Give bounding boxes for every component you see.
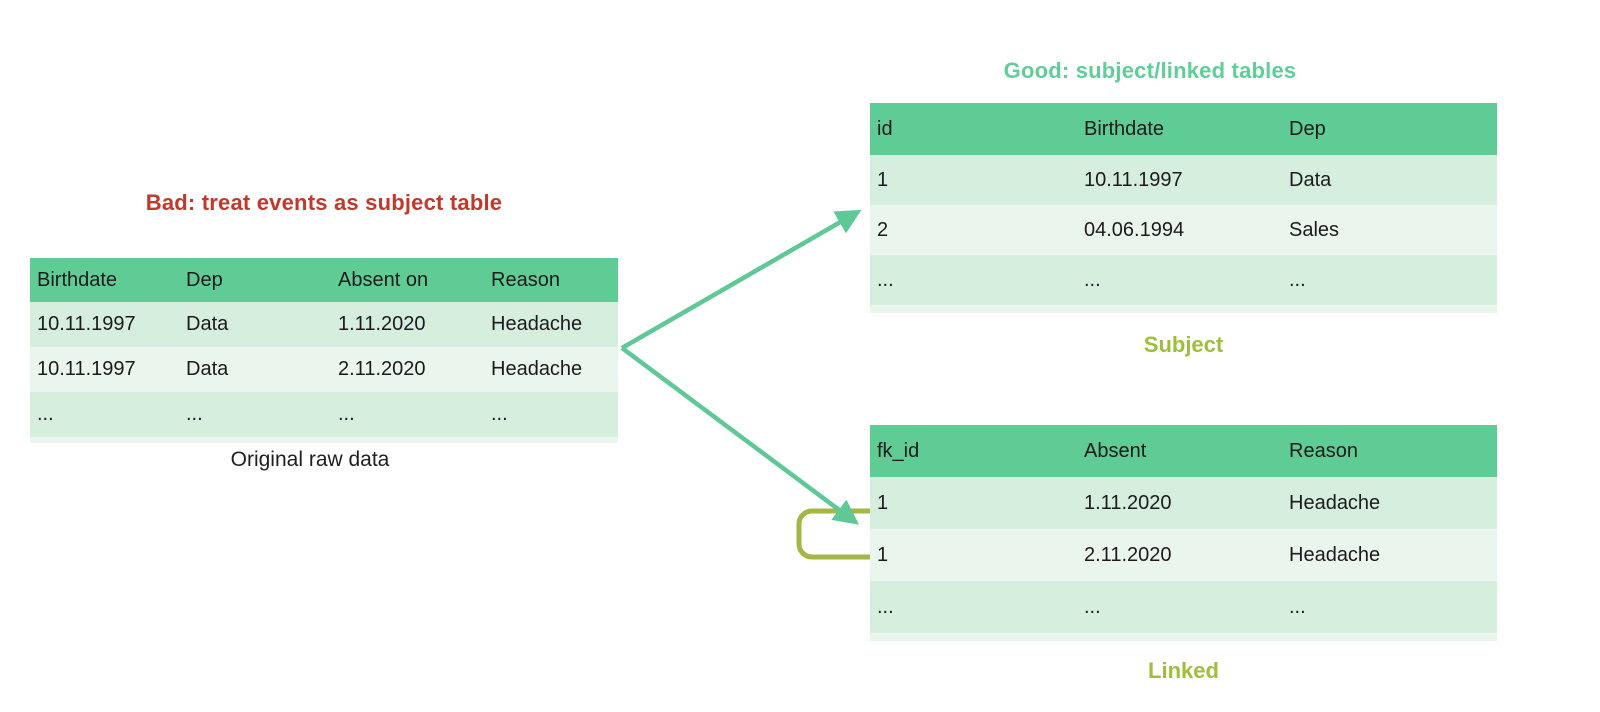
header-cell: fk_id [877,439,920,462]
table-cell: ... [491,403,508,425]
table-cell: ... [338,403,355,425]
raw-table-header-row: Birthdate Dep Absent on Reason [30,258,618,302]
table-row: 1 1.11.2020 Headache [870,477,1497,529]
table-cell: 1 [877,543,889,566]
header-cell: Absent [1084,439,1147,462]
header-cell: Birthdate [1084,117,1165,140]
self-link-loop-arrow [796,508,872,560]
table-cell: 04.06.1994 [1084,218,1185,241]
table-cell: Headache [491,358,583,380]
table-cell: ... [1289,595,1306,618]
table-cell: ... [1289,268,1306,291]
table-cell: 10.11.1997 [37,358,136,380]
table-cell: Data [186,313,229,335]
header-cell: Birthdate [37,268,118,291]
fork-arrow-to-linked-table [620,346,860,525]
good-section-title: Good: subject/linked tables [1003,58,1297,83]
table-cell: 1 [877,168,889,191]
table-cell: Sales [1289,218,1340,241]
table-cell: Data [1289,168,1332,191]
raw-data-table: Birthdate Dep Absent on Reason 10.11.199… [30,258,618,443]
table-bottom-strip [30,437,618,443]
header-cell: Reason [1289,439,1358,462]
table-cell: ... [1084,595,1101,618]
linked-table: fk_id Absent Reason 1 1.11.2020 Headache… [870,425,1497,641]
subject-table: id Birthdate Dep 1 10.11.1997 Data 2 04.… [870,103,1497,313]
table-cell: ... [37,403,54,425]
table-cell: 2.11.2020 [1084,543,1172,566]
table-row: 10.11.1997 Data 2.11.2020 Headache [30,347,618,392]
table-cell: ... [1084,268,1101,291]
table-cell: Headache [491,313,583,335]
table-cell: 2.11.2020 [338,358,426,380]
linked-table-caption: Linked [1148,658,1219,683]
header-cell: Reason [491,268,560,291]
table-cell: Data [186,358,229,380]
raw-table-caption: Original raw data [230,448,390,471]
table-cell: 1.11.2020 [338,313,426,335]
header-cell: Dep [186,268,223,291]
table-cell: ... [186,403,203,425]
table-cell: ... [877,268,894,291]
header-cell: Absent on [338,268,429,291]
table-row: 10.11.1997 Data 1.11.2020 Headache [30,302,618,347]
table-row: ... ... ... ... [30,392,618,437]
table-bottom-strip [870,305,1497,313]
subject-table-caption: Subject [1143,332,1224,357]
table-row: ... ... ... [870,581,1497,633]
table-cell: 1 [877,491,889,514]
table-cell: Headache [1289,491,1381,514]
table-cell: 2 [877,218,889,241]
fork-arrow-to-subject-table [620,209,862,350]
bad-section-title: Bad: treat events as subject table [145,190,503,215]
linked-table-header-row: fk_id Absent Reason [870,425,1497,477]
table-bottom-strip [870,633,1497,641]
header-cell: Dep [1289,117,1326,140]
table-cell: 1.11.2020 [1084,491,1172,514]
header-cell: id [877,117,893,140]
table-cell: 10.11.1997 [37,313,136,335]
table-row: 2 04.06.1994 Sales [870,205,1497,255]
table-cell: Headache [1289,543,1381,566]
table-cell: ... [877,595,894,618]
subject-table-header-row: id Birthdate Dep [870,103,1497,155]
table-row: 1 10.11.1997 Data [870,155,1497,205]
table-cell: 10.11.1997 [1084,168,1183,191]
table-row: 1 2.11.2020 Headache [870,529,1497,581]
table-row: ... ... ... [870,255,1497,305]
